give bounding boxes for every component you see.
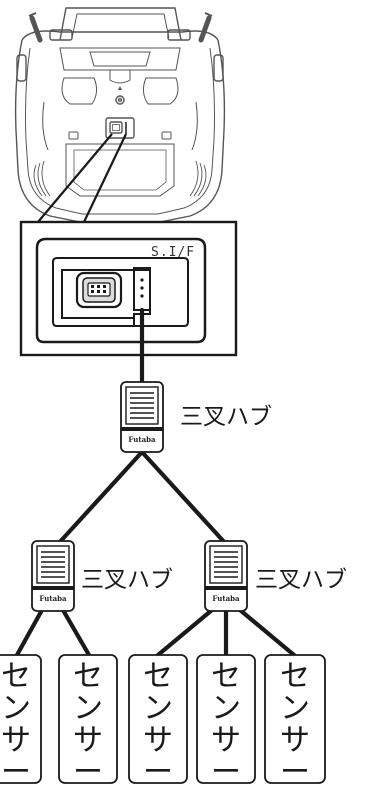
sensor-1: セ ン サ ー: [0, 654, 42, 785]
sensor-char: ー: [1, 755, 31, 785]
sensor-char: ン: [143, 691, 173, 726]
hub-left: Futaba 三叉ハブ: [31, 540, 173, 612]
hub-top: Futaba 三叉ハブ: [120, 381, 272, 453]
sensor-char: ン: [73, 691, 103, 726]
sensor-3: セ ン サ ー: [128, 654, 188, 785]
sensor-char: ー: [280, 755, 310, 785]
sensor-char: ン: [280, 691, 310, 726]
sensor-5: セ ン サ ー: [264, 654, 326, 785]
sensor-char: ー: [143, 755, 173, 785]
port-zoom-box: S.I/F: [19, 220, 238, 357]
transmitter-illustration: [14, 7, 226, 223]
hub-right: Futaba 三叉ハブ: [204, 540, 347, 612]
sensor-char: セ: [280, 659, 310, 694]
sensor-char: ー: [73, 755, 103, 785]
hub-label: 三叉ハブ: [180, 404, 272, 430]
sensor-char: サ: [211, 723, 241, 758]
sensor-char: ン: [1, 691, 31, 726]
sensor-char: セ: [1, 659, 31, 694]
sensor-char: セ: [211, 659, 241, 694]
sensor-char: セ: [143, 659, 173, 694]
sensor-4: セ ン サ ー: [196, 654, 256, 785]
sif-port-icon: [133, 269, 151, 311]
sensor-char: サ: [280, 723, 310, 758]
hub-label: 三叉ハブ: [255, 567, 347, 593]
sensor-char: サ: [1, 723, 31, 758]
sensor-char: セ: [73, 659, 103, 694]
connector-icon: [75, 271, 123, 309]
zoom-callout-lines: [37, 133, 127, 223]
hub-brand: Futaba: [128, 435, 156, 444]
port-label: S.I/F: [151, 245, 195, 260]
sensor-2: セ ン サ ー: [58, 654, 118, 785]
cables: [14, 307, 297, 658]
sensor-char: サ: [143, 723, 173, 758]
hub-brand: Futaba: [212, 594, 240, 603]
sensor-char: ン: [211, 691, 241, 726]
sensor-char: ー: [211, 755, 241, 785]
hub-brand: Futaba: [39, 594, 67, 603]
sensor-char: サ: [73, 723, 103, 758]
hub-label: 三叉ハブ: [81, 567, 173, 593]
